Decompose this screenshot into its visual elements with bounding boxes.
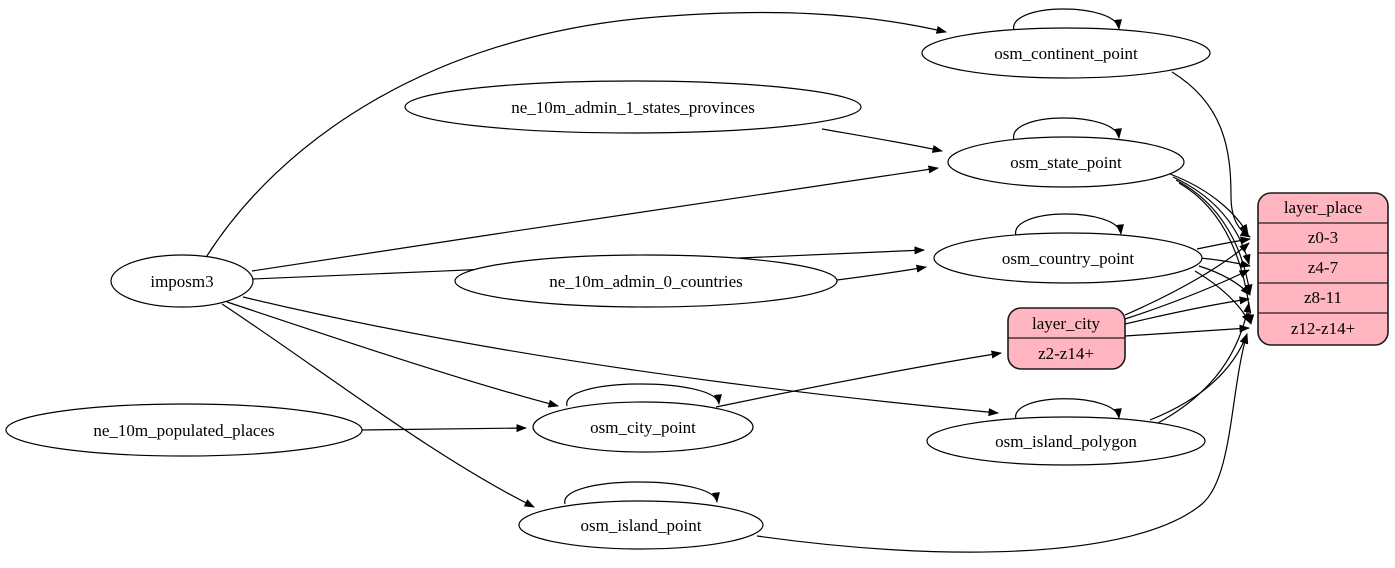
ne_10m_admin_1_states_provinces-label: ne_10m_admin_1_states_provinces bbox=[511, 98, 755, 117]
edge-osm_island_polygon-layer_place-z8-11 bbox=[1157, 302, 1252, 424]
self-loop-osm_island_point bbox=[564, 481, 720, 505]
osm_state_point-label: osm_state_point bbox=[1010, 153, 1122, 172]
self-loop-osm_continent_point bbox=[1013, 8, 1122, 32]
edge-osm_country_point-layer_place-z4-7 bbox=[1199, 257, 1251, 268]
node-osm_city_point: osm_city_point bbox=[532, 401, 754, 453]
node-ne_10m_admin_1_states_provinces: ne_10m_admin_1_states_provinces bbox=[404, 80, 862, 134]
edge-ne_10m_admin_1_states_provinces-osm_state_point bbox=[821, 128, 943, 153]
node-osm_island_point: osm_island_point bbox=[518, 500, 764, 550]
record-layer_place: layer_place z0-3 z4-7 z8-11 z12-z14+ bbox=[1257, 192, 1389, 346]
osm_city_point-label: osm_city_point bbox=[590, 418, 696, 437]
osm_country_point-label: osm_country_point bbox=[1002, 249, 1134, 268]
osm_city_point-ellipse bbox=[532, 401, 754, 453]
edge-layer_city-layer_place-z0-3 bbox=[1124, 242, 1250, 316]
osm_island_polygon-label: osm_island_polygon bbox=[995, 432, 1137, 451]
edge-layer_city-layer_place-z12-z14 bbox=[1124, 324, 1250, 337]
self-loop-osm_country_point bbox=[1015, 213, 1124, 237]
osm_country_point-ellipse bbox=[933, 232, 1203, 284]
imposm3-ellipse bbox=[110, 254, 254, 308]
ne_10m_admin_0_countries-label: ne_10m_admin_0_countries bbox=[549, 272, 743, 291]
edge-imposm3-osm_continent_point bbox=[204, 11, 947, 260]
self-loop-osm_island_polygon bbox=[1015, 398, 1122, 421]
node-osm_continent_point: osm_continent_point bbox=[921, 27, 1211, 79]
osm_state_point-ellipse bbox=[947, 136, 1185, 188]
edge-osm_city_point-layer_city bbox=[715, 350, 1002, 408]
edge-osm_state_point-layer_place-z4-7 bbox=[1172, 176, 1251, 265]
layer_city-row-z2-z14: z2-z14+ bbox=[1038, 344, 1094, 363]
layer_city-title: layer_city bbox=[1032, 314, 1100, 333]
osm_island_point-ellipse bbox=[518, 500, 764, 550]
node-osm_country_point: osm_country_point bbox=[933, 232, 1203, 284]
edge-osm_continent_point-layer_place-z0-3 bbox=[1171, 71, 1251, 238]
osm_continent_point-label: osm_continent_point bbox=[994, 44, 1138, 63]
layer_place-row-z8-11: z8-11 bbox=[1304, 288, 1342, 307]
layer_place-title: layer_place bbox=[1284, 198, 1362, 217]
edge-osm_country_point-layer_place-z12-z14 bbox=[1194, 270, 1251, 324]
osm_island_polygon-ellipse bbox=[926, 416, 1206, 466]
edge-osm_country_point-layer_place-z0-3 bbox=[1196, 236, 1251, 250]
edge-imposm3-osm_city_point bbox=[226, 301, 559, 408]
node-imposm3: imposm3 bbox=[110, 254, 254, 308]
edge-osm_state_point-layer_place-z0-3 bbox=[1169, 173, 1249, 235]
layer_place-row-z0-3: z0-3 bbox=[1308, 228, 1338, 247]
ne_10m_admin_1_states_provinces-ellipse bbox=[404, 80, 862, 134]
ne_10m_admin_0_countries-ellipse bbox=[454, 254, 838, 308]
edge-ne_10m_admin_0_countries-osm_country_point bbox=[836, 264, 927, 281]
edge-layer_city-layer_place-z8-11 bbox=[1124, 296, 1250, 325]
self-loop-osm_state_point bbox=[1013, 117, 1122, 141]
self-loop-osm_city_point bbox=[566, 383, 722, 407]
edge-ne_10m_populated_places-osm_city_point bbox=[361, 424, 527, 433]
node-ne_10m_populated_places: ne_10m_populated_places bbox=[5, 403, 363, 457]
layer_place-row-z4-7: z4-7 bbox=[1308, 258, 1339, 277]
edge-osm_country_point-layer_place-z8-11 bbox=[1198, 265, 1251, 296]
node-osm_island_polygon: osm_island_polygon bbox=[926, 416, 1206, 466]
ne_10m_populated_places-ellipse bbox=[5, 403, 363, 457]
edge-osm_island_polygon-layer_place-z12-z14 bbox=[1149, 333, 1248, 421]
edge-osm_state_point-layer_place-z8-11 bbox=[1175, 179, 1253, 295]
edge-imposm3-osm_island_polygon bbox=[242, 296, 999, 417]
osm_island_point-label: osm_island_point bbox=[581, 516, 702, 535]
edge-layer_city-layer_place-z4-7 bbox=[1124, 269, 1250, 320]
record-layer_city: layer_city z2-z14+ bbox=[1007, 307, 1126, 370]
osm_continent_point-ellipse bbox=[921, 27, 1211, 79]
layer_place-box bbox=[1257, 192, 1389, 346]
layer_place-row-z12-z14: z12-z14+ bbox=[1291, 319, 1355, 338]
edge-osm_island_point-layer_place-z12-z14 bbox=[756, 333, 1249, 553]
imposm3-label: imposm3 bbox=[150, 272, 213, 291]
node-ne_10m_admin_0_countries: ne_10m_admin_0_countries bbox=[454, 254, 838, 308]
edge-imposm3-osm_island_point bbox=[221, 303, 535, 508]
node-osm_state_point: osm_state_point bbox=[947, 136, 1185, 188]
ne_10m_populated_places-label: ne_10m_populated_places bbox=[93, 421, 274, 440]
edge-imposm3-osm_state_point bbox=[251, 165, 939, 272]
